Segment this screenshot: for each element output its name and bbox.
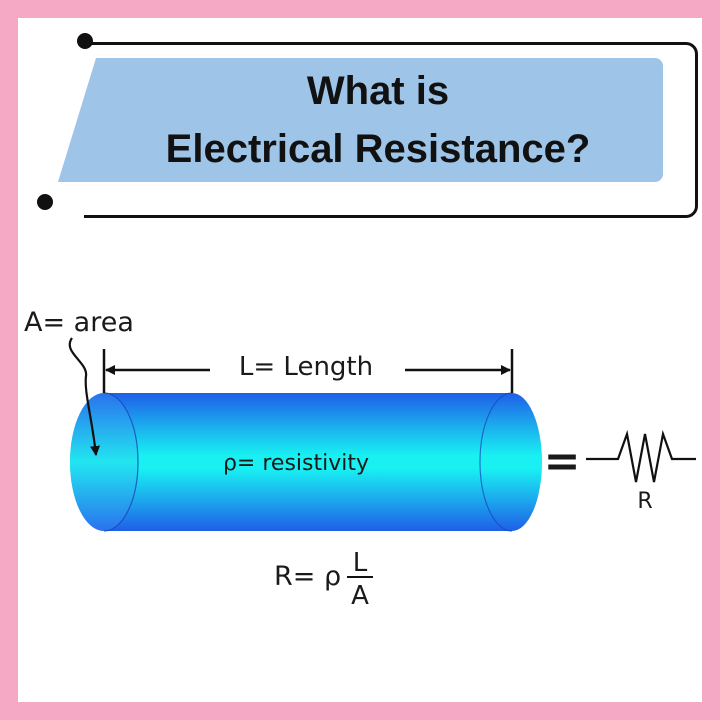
resistor-label: R [637, 489, 652, 514]
length-label: L= Length [239, 352, 373, 382]
cylinder-left-cap [70, 393, 138, 531]
resistance-formula: R= ρ L A [274, 548, 373, 611]
formula-denominator: A [351, 581, 369, 611]
page-title: What is Electrical Resistance? [78, 62, 678, 178]
title-band [58, 58, 663, 182]
formula-prefix: R= ρ [274, 561, 341, 592]
frame-bottom-dot [37, 194, 53, 210]
length-dimension [102, 349, 514, 393]
area-label: A= area [24, 307, 134, 338]
equals-sign: = [544, 436, 581, 487]
canvas: What is Electrical Resistance? [18, 18, 702, 702]
area-arrow [68, 337, 101, 456]
title-line-2: Electrical Resistance? [165, 127, 591, 171]
resistivity-label: ρ= resistivity [223, 451, 369, 476]
formula-numerator: L [353, 548, 368, 578]
resistor-symbol [586, 429, 696, 483]
title-line-1: What is [306, 69, 450, 113]
conductor-cylinder [70, 392, 542, 532]
frame-top-dot [77, 33, 93, 49]
title-frame [84, 42, 698, 218]
